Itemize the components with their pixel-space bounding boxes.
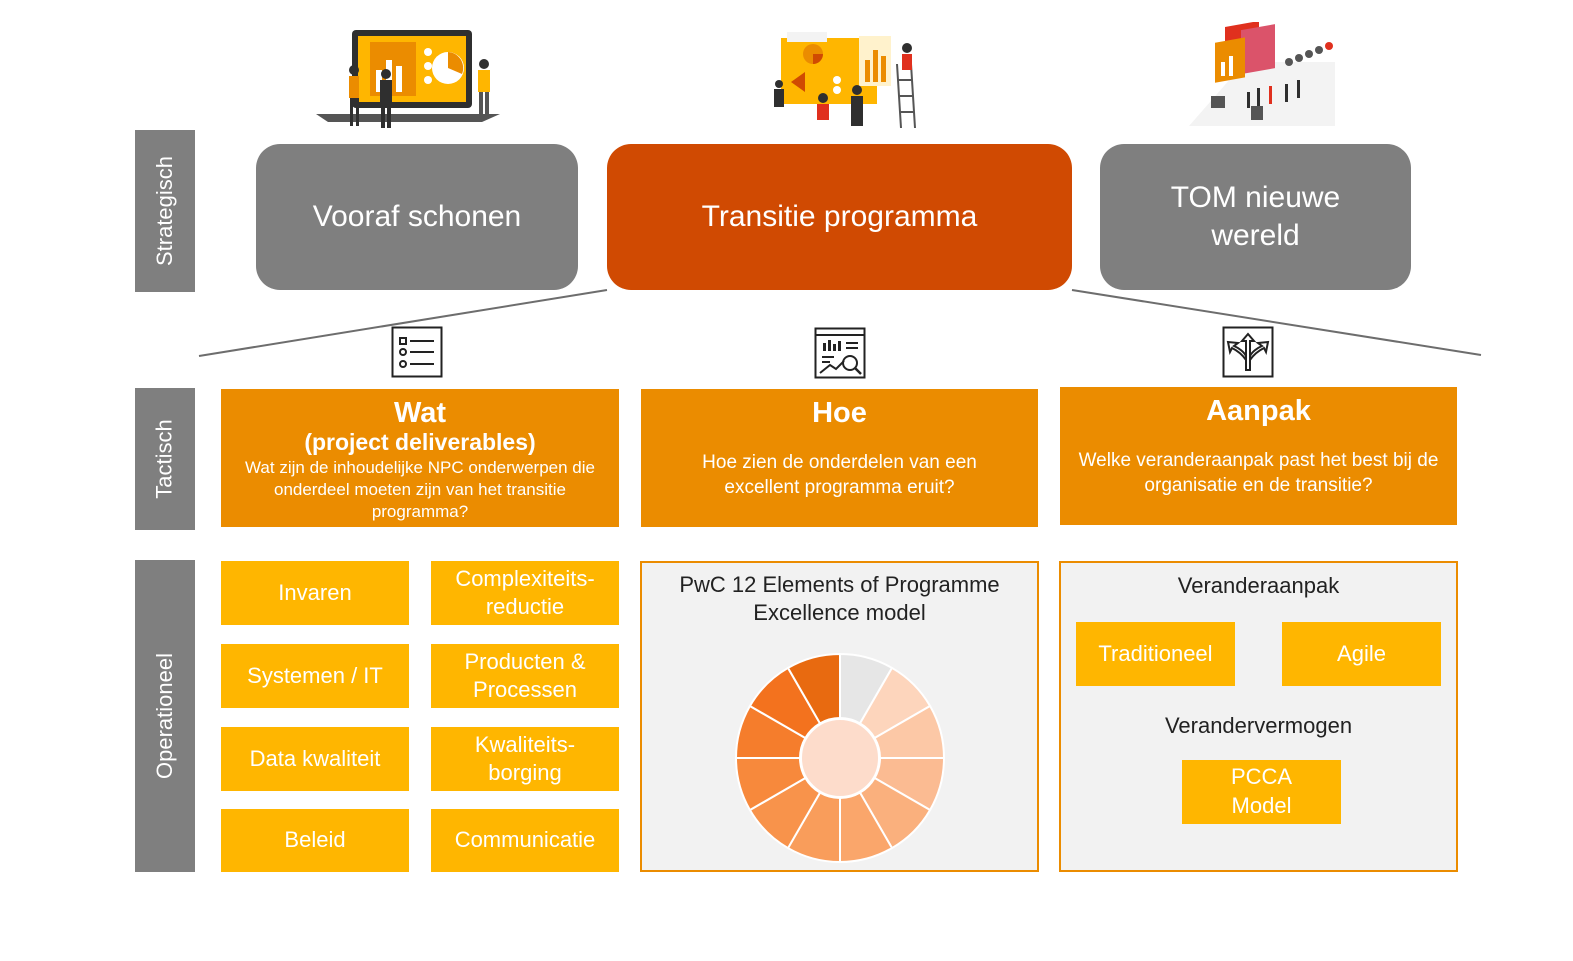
tactical-wat-subtitle: (project deliverables) [304,429,536,456]
approach-option-traditioneel: Traditioneel [1076,622,1235,686]
deliverable-complexiteitsreductie: Complexiteits- reductie [431,561,619,625]
deliverable-kwaliteitsborging: Kwaliteits- borging [431,727,619,791]
connector-line-right [1071,289,1482,356]
tactical-box-hoe: Hoe Hoe zien de onderdelen van een excel… [641,389,1038,527]
deliverable-beleid: Beleid [221,809,409,872]
tactical-aanpak-title: Aanpak [1206,395,1311,427]
tactical-hoe-title: Hoe [812,397,867,429]
strategic-box-vooraf-schonen: Vooraf schonen [256,144,578,290]
strategic-box-transitie-programma: Transitie programma [607,144,1072,290]
side-label-operational: Operationeel [135,560,195,872]
tactical-box-wat: Wat (project deliverables) Wat zijn de i… [221,389,619,527]
strategic-box-tom-nieuwe-wereld: TOM nieuwe wereld [1100,144,1411,290]
tactical-wat-title: Wat [393,397,447,429]
tactical-wat-description: Wat zijn de inhoudelijke NPC onderwerpen… [245,458,595,521]
change-capability-heading: Verandervermogen [1164,713,1353,738]
city-data-illustration [1189,22,1335,126]
checklist-icon [391,326,443,378]
deliverable-systemen-it: Systemen / IT [221,644,409,708]
wheel-center [800,718,880,798]
split-arrows-icon [1222,326,1274,378]
change-approach-heading: Veranderaanpak [1177,573,1340,598]
tactical-aanpak-description: Welke veranderaanpak past het best bij d… [1078,450,1439,496]
side-label-strategic: Strategisch [135,130,195,292]
dashboard-team-illustration [774,32,916,129]
tactical-hoe-description: Hoe zien de onderdelen van een excellent… [702,452,977,498]
team-presentation-illustration [316,30,500,128]
deliverable-invaren: Invaren [221,561,409,625]
deliverable-communicatie: Communicatie [431,809,619,872]
approach-option-agile: Agile [1282,622,1441,686]
side-label-tactical: Tactisch [135,388,195,530]
deliverable-data-kwaliteit: Data kwaliteit [221,727,409,791]
programme-excellence-title: PwC 12 Elements of Programme Excellence … [679,572,1000,626]
deliverable-producten-processen: Producten & Processen [431,644,619,708]
tactical-box-aanpak: Aanpak Welke veranderaanpak past het bes… [1060,387,1457,525]
programme-excellence-wheel [734,652,946,864]
programme-excellence-panel: PwC 12 Elements of Programme Excellence … [640,561,1039,872]
pcca-model-box: PCCA Model [1182,760,1341,824]
change-approach-panel: Veranderaanpak Traditioneel Agile Verand… [1059,561,1458,872]
analytics-report-icon [814,327,866,379]
